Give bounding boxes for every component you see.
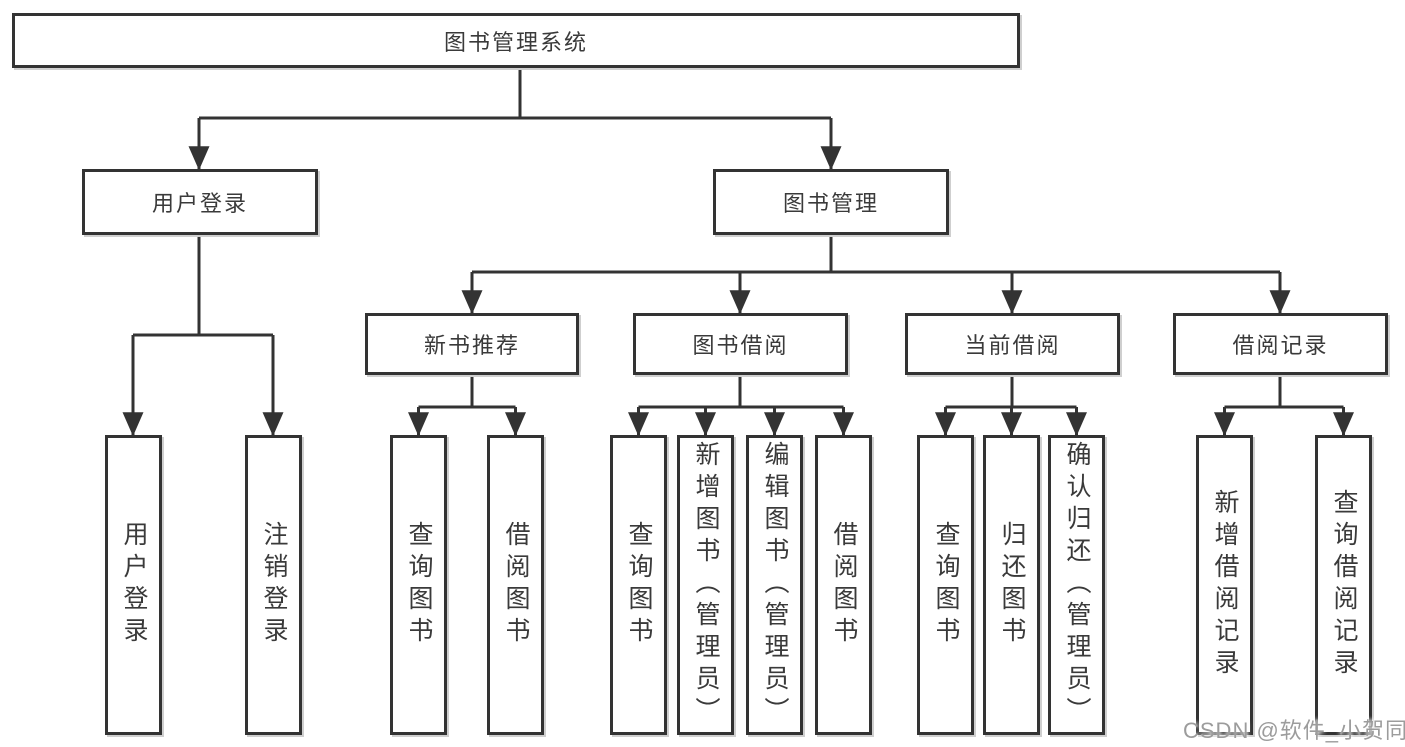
leaf-add-borrow-record: 新增借阅记录 (1196, 435, 1253, 735)
node-label: 查询图书 (405, 521, 433, 649)
node-current-borrow: 当前借阅 (905, 313, 1120, 375)
node-label: 当前借阅 (964, 333, 1061, 358)
node-borrow-records: 借阅记录 (1173, 313, 1388, 375)
node-label: 新增借阅记录 (1211, 489, 1239, 681)
leaf-query-borrow-record: 查询借阅记录 (1315, 435, 1372, 735)
node-label: 用户登录 (151, 191, 248, 216)
leaf-return-book: 归还图书 (983, 435, 1040, 735)
node-label: 查询图书 (932, 521, 960, 649)
leaf-borrow-books-recommend: 借阅图书 (487, 435, 544, 735)
node-label: 借阅记录 (1232, 333, 1329, 358)
leaf-logout: 注销登录 (245, 435, 302, 735)
node-label: 归还图书 (998, 521, 1026, 649)
node-label: 图书借阅 (692, 333, 789, 358)
leaf-add-book-admin: 新增图书（管理员） (677, 435, 734, 735)
node-book-management: 图书管理 (713, 169, 949, 235)
leaf-query-books-borrow: 查询图书 (610, 435, 667, 735)
leaf-query-books-current: 查询图书 (917, 435, 974, 735)
leaf-user-login: 用户登录 (105, 435, 162, 735)
node-label: 查询借阅记录 (1330, 489, 1358, 681)
node-label: 图书管理系统 (443, 29, 588, 55)
node-label: 查询图书 (625, 521, 653, 649)
node-user-login: 用户登录 (82, 169, 318, 235)
node-label: 图书管理 (782, 191, 879, 216)
node-new-book-recommend: 新书推荐 (365, 313, 579, 375)
node-label: 借阅图书 (502, 521, 530, 649)
node-label: 新增图书（管理员） (692, 441, 720, 729)
leaf-confirm-return-admin: 确认归还（管理员） (1048, 435, 1105, 735)
leaf-borrow-books: 借阅图书 (815, 435, 872, 735)
leaf-query-books-recommend: 查询图书 (390, 435, 447, 735)
node-book-borrow: 图书借阅 (633, 313, 848, 375)
node-label: 注销登录 (260, 521, 288, 649)
watermark-text: CSDN @软件_小贺同学 (1183, 718, 1405, 743)
node-label: 借阅图书 (830, 521, 858, 649)
leaf-edit-book-admin: 编辑图书（管理员） (746, 435, 803, 735)
node-label: 用户登录 (120, 521, 148, 649)
node-label: 新书推荐 (423, 333, 520, 358)
node-label: 确认归还（管理员） (1063, 441, 1091, 729)
node-label: 编辑图书（管理员） (761, 441, 789, 729)
node-library-system: 图书管理系统 (12, 13, 1020, 68)
